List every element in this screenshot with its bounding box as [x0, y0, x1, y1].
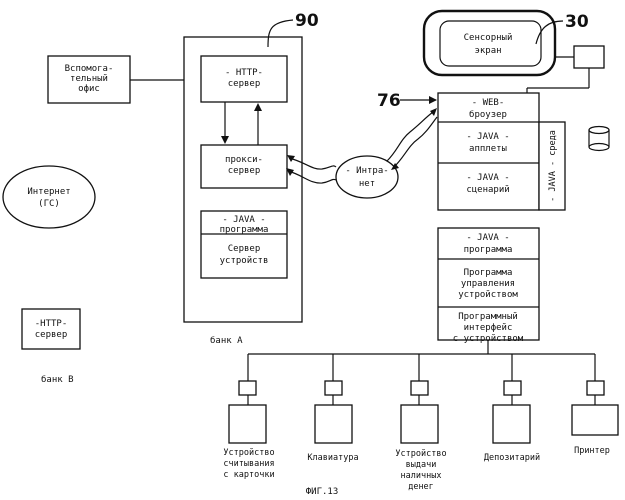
- depository-label: Депозитарий: [484, 453, 540, 463]
- control-java-label-2: программа: [464, 245, 513, 255]
- bank-b-server-label-1: -HTTP-: [35, 319, 68, 329]
- bank-b-label: банк В: [41, 374, 74, 385]
- cash-dispenser-label-1: Устройство: [395, 449, 446, 459]
- terminal-unit: [574, 46, 604, 68]
- bank-a-label: банк А: [210, 335, 243, 346]
- bank-b-http-server: -HTTP- сервер: [22, 309, 80, 349]
- scripts-label-1: - JAVA -: [466, 173, 509, 183]
- mgmt-label-2: управления: [461, 279, 515, 289]
- web-browser-label-2: броузер: [469, 109, 507, 120]
- intranet-browser-link: [387, 108, 437, 170]
- bank-a-java-label-2: программа: [220, 225, 269, 235]
- ref-30: 30: [565, 12, 589, 32]
- java-env-label: - JAVA - среда: [548, 130, 558, 202]
- back-office-label-1: Вспомога-: [65, 64, 114, 74]
- card-reader-label-3: с карточки: [223, 470, 274, 480]
- touch-screen: Сенсорный экран: [424, 11, 555, 75]
- applets-label-2: апплеты: [469, 144, 507, 154]
- back-office-node: Вспомога- тельный офис: [48, 56, 130, 103]
- internet-label-2: (ГС): [38, 199, 60, 209]
- proxy-label-2: сервер: [228, 166, 261, 176]
- browser-stack: - WEB- броузер - JAVA - апплеты - JAVA -…: [438, 93, 565, 210]
- intranet-label-2: нет: [359, 179, 375, 189]
- intranet-node: - Интра- нет: [336, 156, 398, 198]
- back-office-label-3: офис: [78, 84, 100, 94]
- bank-a-http-label-1: - HTTP-: [225, 68, 263, 78]
- printer-label: Принтер: [574, 446, 610, 456]
- keyboard-node: Клавиатура: [307, 381, 358, 463]
- device-bus: [248, 340, 595, 381]
- bank-a-system: - HTTP- сервер прокси- сервер - JAVA - п…: [184, 37, 302, 322]
- bank-b-server-label-2: сервер: [35, 330, 68, 340]
- cash-dispenser-label-2: выдачи: [406, 460, 437, 470]
- internet-node: Интернет (ГС): [3, 166, 95, 228]
- depository-node: Депозитарий: [484, 381, 540, 463]
- ref-90: 90: [295, 11, 319, 31]
- api-label-1: Программный: [458, 312, 518, 322]
- api-label-2: интерфейс: [464, 323, 513, 333]
- applets-label-1: - JAVA -: [466, 132, 509, 142]
- card-reader-label-2: считывания: [223, 459, 274, 469]
- ref-76: 76: [377, 91, 401, 111]
- printer-node: Принтер: [572, 381, 618, 456]
- back-office-label-2: тельный: [70, 74, 108, 84]
- database-icon: [589, 127, 609, 151]
- figure-caption: ФИГ.13: [306, 487, 339, 497]
- control-stack: - JAVA - программа Программа управления …: [438, 228, 539, 344]
- bank-a-http-label-2: сервер: [228, 79, 261, 89]
- proxy-label-1: прокси-: [225, 155, 263, 165]
- touch-label-2: экран: [474, 46, 501, 56]
- control-java-label-1: - JAVA -: [466, 233, 509, 243]
- device-server-label-1: Сервер: [228, 244, 261, 254]
- keyboard-label: Клавиатура: [307, 453, 358, 463]
- cash-dispenser-label-4: денег: [408, 482, 434, 492]
- card-reader-node: Устройство считывания с карточки: [223, 381, 274, 480]
- bank-a-java-label-1: - JAVA -: [222, 215, 265, 225]
- card-reader-label-1: Устройство: [223, 448, 274, 458]
- web-browser-label-1: - WEB-: [472, 98, 505, 108]
- device-server-label-2: устройств: [220, 256, 269, 266]
- scripts-label-2: сценарий: [466, 185, 509, 195]
- touch-label-1: Сенсорный: [464, 33, 513, 43]
- intranet-label-1: - Интра-: [345, 166, 388, 176]
- mgmt-label-1: Программа: [464, 268, 513, 278]
- cash-dispenser-label-3: наличных: [401, 471, 442, 481]
- mgmt-label-3: устройством: [458, 290, 518, 300]
- ref-30-leader: [536, 21, 563, 44]
- cash-dispenser-node: Устройство выдачи наличных денег: [395, 381, 446, 492]
- internet-label-1: Интернет: [27, 187, 70, 197]
